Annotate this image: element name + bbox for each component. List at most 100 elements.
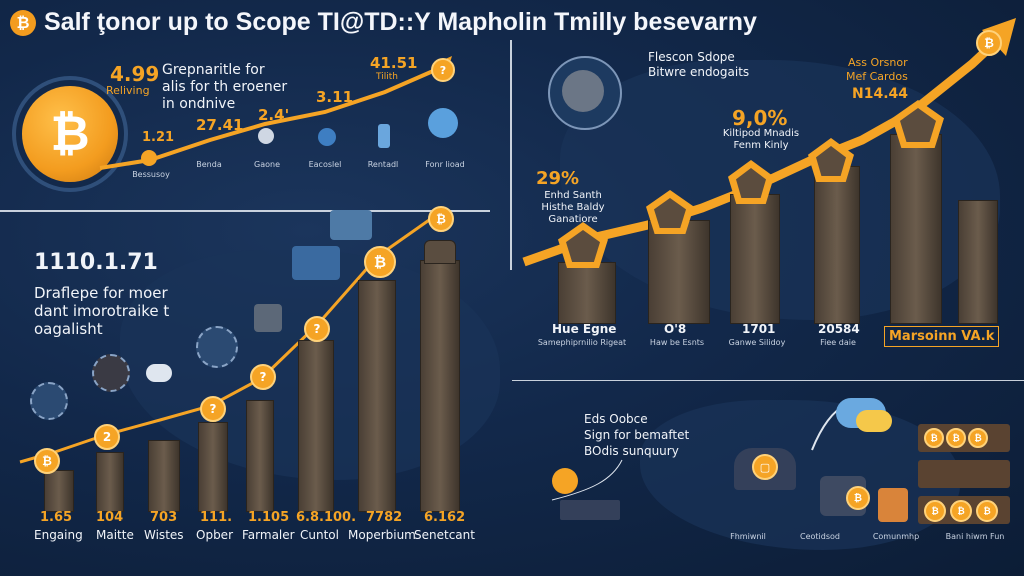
item-label: Senetcant <box>414 528 475 542</box>
item-label: Cuntol <box>300 528 339 542</box>
tower <box>358 280 396 512</box>
tower <box>96 452 124 512</box>
step-label: Benda <box>196 160 222 169</box>
growth-line <box>99 56 452 170</box>
step-label: Bessusoy <box>132 170 170 179</box>
title-bar: ₿ Salf ţonor up to Scope TI@TD::Y Maphol… <box>0 0 1024 44</box>
tower <box>730 194 780 324</box>
bitcoin-icon: ₿ <box>924 500 946 522</box>
tower <box>298 340 334 512</box>
column-label: Ganwe Silidoy <box>728 338 786 347</box>
callout-line: Mef Cardos <box>846 70 908 83</box>
step-icon: ? <box>250 364 276 390</box>
tower <box>198 422 228 512</box>
gear-icon <box>196 326 238 368</box>
tower-top <box>424 240 456 264</box>
bitcoin-icon: ₿ <box>968 428 988 448</box>
column-value: 20584 <box>818 322 860 336</box>
device-icon <box>562 70 604 112</box>
item-value: 1.105 <box>248 510 290 525</box>
bitcoin-icon: ₿ <box>946 428 966 448</box>
tower <box>558 262 616 324</box>
bitcoin-icon: ₿ <box>10 10 36 36</box>
building-icon <box>560 500 620 520</box>
item-label: Fhmiwnil <box>730 532 766 541</box>
step-label: Rentadl <box>367 160 399 169</box>
bitcoin-icon: ₿ <box>976 500 998 522</box>
item-label: Bani hiwm Fun <box>945 532 1005 541</box>
description: Draflepe for moer dant imorotraike t oag… <box>34 284 170 338</box>
column-value: 1701 <box>742 322 776 336</box>
heading: BOdis sunquury <box>584 444 679 458</box>
step-label: Gaone <box>254 160 280 169</box>
sun-icon <box>856 410 892 432</box>
building-icon <box>878 488 908 522</box>
tower <box>648 220 710 324</box>
tower <box>148 440 180 512</box>
headline-value: 1110.1.71 <box>34 250 158 275</box>
step-label: Fonr lioad <box>425 160 465 169</box>
tower <box>890 134 942 324</box>
step-number-icon: 2 <box>94 424 120 450</box>
gear-icon <box>30 382 68 420</box>
stat-value: 2.4' <box>258 106 290 124</box>
item-value: 6.8.100. <box>296 510 357 525</box>
item-value: 703 <box>150 510 178 525</box>
item-value: 6.162 <box>424 510 466 525</box>
item-label: Engaing <box>34 528 83 542</box>
server-icon <box>292 246 340 280</box>
stat-value: 4.99 <box>110 62 160 86</box>
step-icon: ? <box>431 58 455 82</box>
item-value: 7782 <box>366 510 403 525</box>
divider <box>512 380 1024 381</box>
bitcoin-icon: ₿ <box>950 500 972 522</box>
bitcoin-icon: ₿ <box>34 448 60 474</box>
bitcoin-icon: ₿ <box>364 246 396 278</box>
stat-label: Reliving <box>106 84 150 97</box>
bitcoin-icon: ₿ <box>976 30 1002 56</box>
item-label: Farmaler <box>242 528 295 542</box>
bitcoin-icon: ₿ <box>846 486 870 510</box>
item-label: Comunmhp <box>872 532 920 541</box>
stat-label: Kiltipod Mnadis Fenm Kinly <box>722 128 800 151</box>
tower <box>420 260 460 512</box>
battery-icon <box>378 124 390 148</box>
item-value: 104 <box>96 510 124 525</box>
gear-icon <box>92 354 130 392</box>
item-value: 1.65 <box>40 510 73 525</box>
callout-text: Flescon Sdope Bitwre endogaits <box>648 50 750 79</box>
bitcoin-icon: ₿ <box>428 206 454 232</box>
cloud-icon <box>146 364 172 382</box>
tower <box>814 166 860 324</box>
cloud-icon <box>258 128 274 144</box>
item-label: Ceotidsod <box>800 532 840 541</box>
item-label: Moperbium <box>348 528 416 542</box>
tower <box>246 400 274 512</box>
stat-value: 29% <box>536 168 580 189</box>
stat-value: 9,0% <box>732 106 788 130</box>
column-label: Samephiprnilio Rigeat <box>537 338 627 347</box>
step-icon: ? <box>200 396 226 422</box>
page-title: Salf ţonor up to Scope TI@TD::Y Mapholin… <box>44 8 757 36</box>
shelf-icon <box>918 460 1010 488</box>
satellite-dish-icon <box>254 304 282 332</box>
stat-value: 1.21 <box>142 130 175 145</box>
callout-line: Ass Orsnor <box>848 56 908 69</box>
timeline-node <box>141 150 157 166</box>
globe-icon <box>318 128 336 146</box>
description: Grepnaritle for alis for th eroener in o… <box>162 62 288 112</box>
column-value: Hue Egne <box>552 322 617 336</box>
column-label: Haw be Esnts <box>649 338 705 347</box>
item-label: Wistes <box>144 528 184 542</box>
stat-value: 27.41 <box>196 116 244 134</box>
item-label: Maitte <box>96 528 134 542</box>
stat-value: 3.11 <box>316 88 354 106</box>
divider <box>0 210 490 212</box>
world-map-shape <box>640 400 960 550</box>
divider <box>510 40 512 270</box>
bitcoin-icon: ₿ <box>924 428 944 448</box>
person-icon <box>552 468 578 494</box>
column-label: Fiee daie <box>820 338 856 347</box>
device-icon: ▢ <box>752 454 778 480</box>
